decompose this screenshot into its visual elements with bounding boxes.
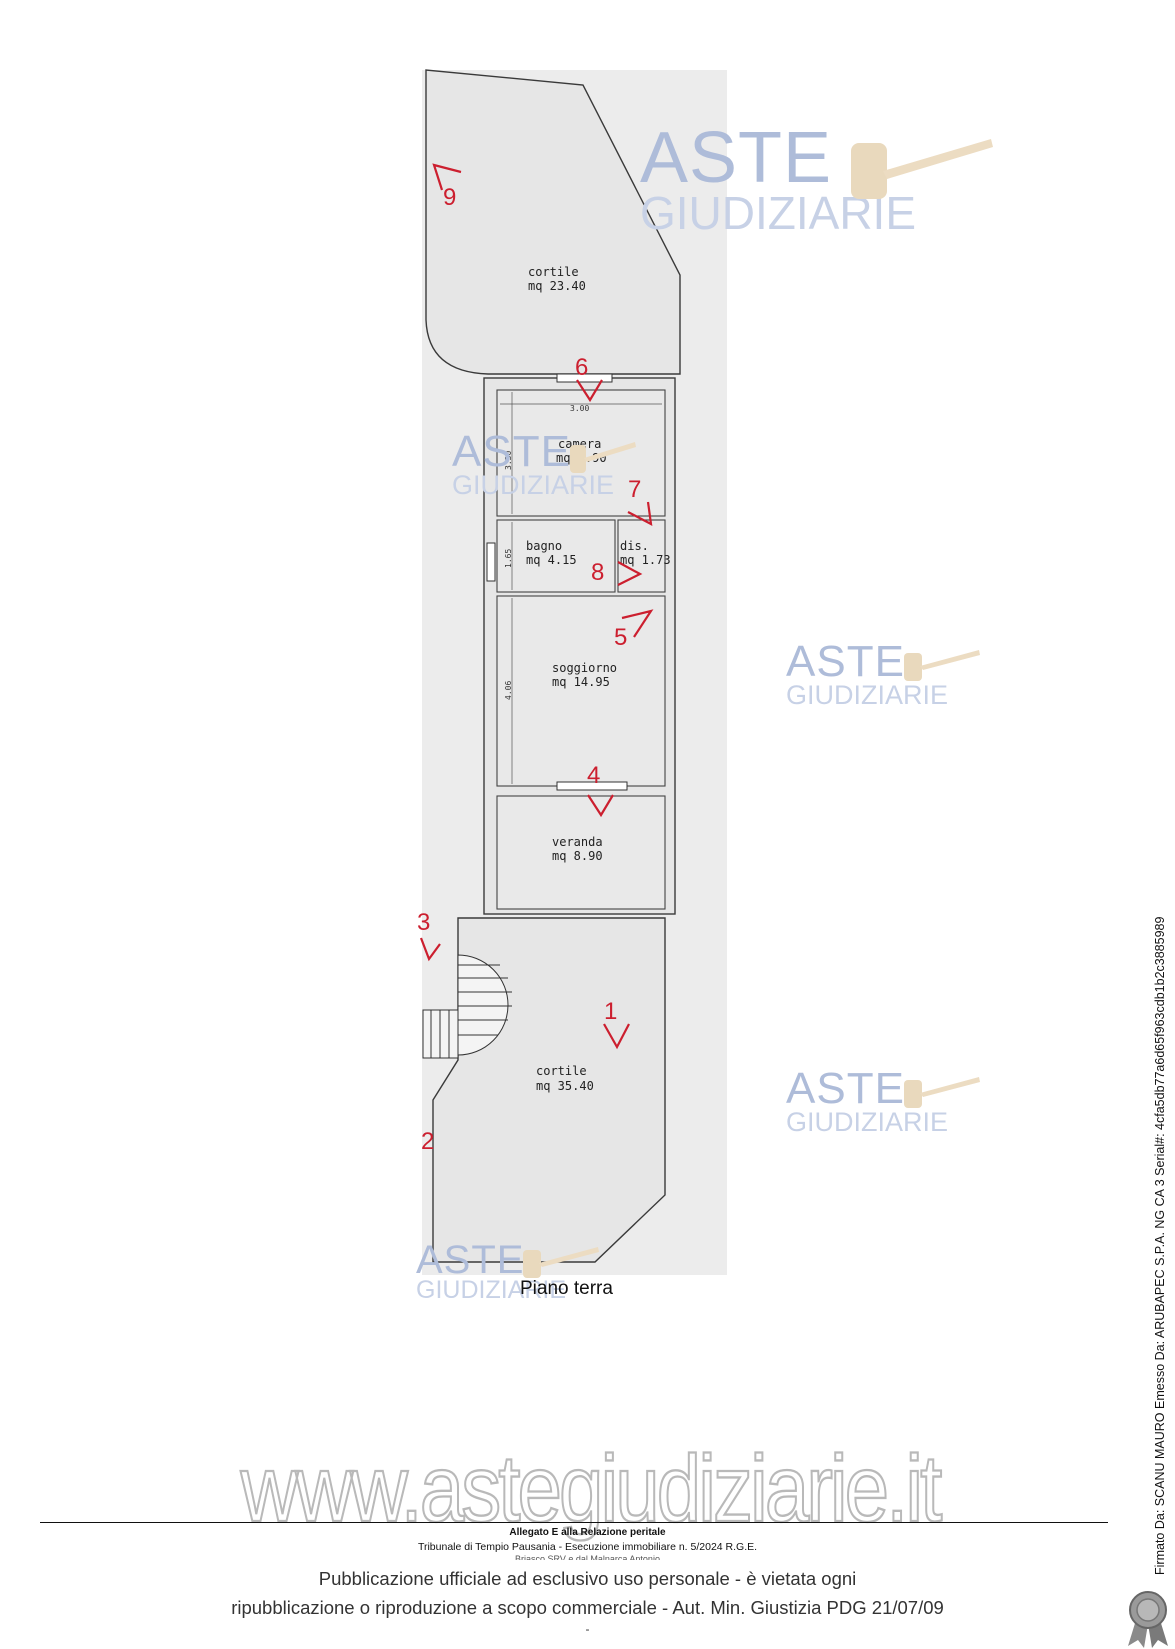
marker-4: 4 (587, 762, 600, 789)
room-area-dis: mq 1.73 (620, 553, 671, 567)
footer-allegato: Allegato E alla Relazione peritale (509, 1527, 666, 1538)
gavel-icon (570, 442, 636, 473)
gavel-icon (904, 1077, 980, 1108)
marker-9: 9 (443, 184, 456, 211)
room-area-bagno: mq 4.15 (526, 553, 577, 567)
marker-8-arrow-icon (617, 561, 643, 586)
window-bagno (486, 542, 496, 582)
photo-markers: 1 2 3 4 5 6 7 8 9 (417, 163, 654, 1155)
room-area-soggiorno: mq 14.95 (552, 675, 610, 689)
dim-camera-depth: 3.30 (504, 451, 513, 470)
room-name-soggiorno: soggiorno (552, 661, 617, 675)
marker-3: 3 (417, 909, 430, 936)
marker-5-arrow-icon (621, 609, 654, 638)
room-name-dis: dis. (620, 539, 649, 553)
marker-7-arrow-icon (627, 501, 653, 526)
marker-9-arrow-icon (432, 163, 462, 191)
publication-notice-line1: Pubblicazione ufficiale ad esclusivo uso… (318, 1568, 857, 1589)
footer-tribunale: Tribunale di Tempio Pausania - Esecuzion… (417, 1541, 758, 1553)
gavel-icon (851, 139, 993, 199)
dim-camera-width: 3.00 (570, 404, 589, 413)
marker-1-arrow-icon (603, 1023, 630, 1050)
publication-notice-line2: ripubblicazione o riproduzione a scopo c… (231, 1597, 944, 1618)
marker-7: 7 (628, 476, 641, 503)
bagno-room (496, 519, 616, 593)
watermark-aste-caption: ASTE GIUDIZIARIE (416, 1238, 567, 1304)
marker-3-arrow-icon (419, 937, 441, 962)
room-name-cortile-bottom: cortile (536, 1064, 587, 1078)
room-name-camera: camera (558, 437, 601, 451)
room-area-veranda: mq 8.90 (552, 849, 603, 863)
cortile-top-outline (425, 69, 681, 375)
watermark-aste-large: ASTE GIUDIZIARIE (640, 118, 917, 239)
gavel-icon (523, 1247, 599, 1278)
dim-bagno-depth: 1.65 (504, 549, 513, 568)
staircase-outline (457, 954, 509, 1056)
room-name-veranda: veranda (552, 835, 603, 849)
gavel-icon (904, 650, 980, 681)
watermark-aste-right-middle: ASTE GIUDIZIARIE (786, 637, 949, 710)
footer-divider (40, 1522, 1108, 1523)
marker-5: 5 (614, 624, 627, 651)
plan-caption: Piano terra (520, 1278, 613, 1299)
digital-signature-text: Firmato Da: SCANU MAURO Emesso Da: ARUBA… (1153, 916, 1167, 1575)
spiral-staircase (422, 954, 512, 1059)
marker-6-arrow-icon (576, 379, 603, 403)
marker-6: 6 (575, 354, 588, 381)
marker-1: 1 (604, 998, 617, 1025)
watermark-aste-right-bottom: ASTE GIUDIZIARIE (786, 1064, 949, 1137)
ribbon-seal-icon (1128, 1591, 1168, 1648)
window-soggiorno (556, 781, 628, 791)
window-camera (556, 373, 613, 383)
veranda-room (496, 795, 666, 910)
marker-8: 8 (591, 559, 604, 586)
marker-4-arrow-icon (587, 794, 614, 818)
dim-soggiorno-depth: 4.06 (504, 681, 513, 700)
room-name-cortile-top: cortile (528, 265, 579, 279)
site-watermark: www.astegiudiziarie.it (240, 1435, 944, 1542)
footer-clipped-line: Briasco SRV e dal Malnarca Antonio (515, 1554, 660, 1560)
room-area-cortile-top: mq 23.40 (528, 279, 586, 293)
footer-dash: - (585, 1622, 590, 1636)
soggiorno-room (496, 595, 666, 787)
marker-2: 2 (421, 1128, 434, 1155)
room-name-bagno: bagno (526, 539, 562, 553)
room-area-cortile-bottom: mq 35.40 (536, 1079, 594, 1093)
watermark-aste-camera: ASTE GIUDIZIARIE (452, 427, 615, 500)
